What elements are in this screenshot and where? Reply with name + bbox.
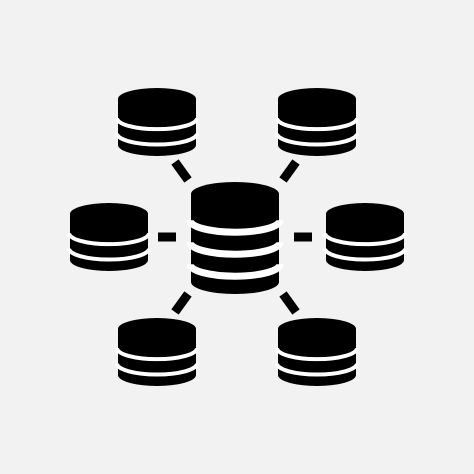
disc-separator: [115, 363, 199, 377]
disc-separator: [275, 347, 359, 362]
database-icon-bottom-right: [275, 318, 359, 386]
database-icon-top-left: [115, 88, 199, 156]
database-nodes: [67, 88, 407, 386]
disc-separator: [275, 133, 359, 147]
disc-separator: [67, 232, 151, 247]
database-body: [278, 318, 356, 386]
database-icon-mid-left: [67, 203, 151, 271]
disc-separator: [115, 133, 199, 147]
disc-separator: [275, 117, 359, 132]
disc-separator: [186, 241, 284, 258]
database-body: [278, 88, 356, 156]
link-top-left: [171, 159, 192, 183]
disc-separator: [67, 248, 151, 262]
link-top-right: [279, 159, 300, 183]
link-bottom-right: [279, 291, 300, 315]
database-icon-center: [186, 182, 284, 294]
disc-separator: [275, 363, 359, 377]
disc-separator: [323, 248, 407, 262]
database-body: [326, 203, 404, 271]
database-icon-top-right: [275, 88, 359, 156]
database-body: [191, 182, 279, 294]
database-body: [70, 203, 148, 271]
disc-separator: [115, 117, 199, 132]
database-icon-bottom-left: [115, 318, 199, 386]
database-body: [118, 88, 196, 156]
disc-separator: [115, 347, 199, 362]
disc-separator: [186, 219, 284, 236]
connector-links: [158, 159, 312, 315]
disc-separator: [186, 263, 284, 280]
link-bottom-left: [171, 291, 192, 315]
database-body: [118, 318, 196, 386]
database-icon-mid-right: [323, 203, 407, 271]
disc-separator: [323, 232, 407, 247]
